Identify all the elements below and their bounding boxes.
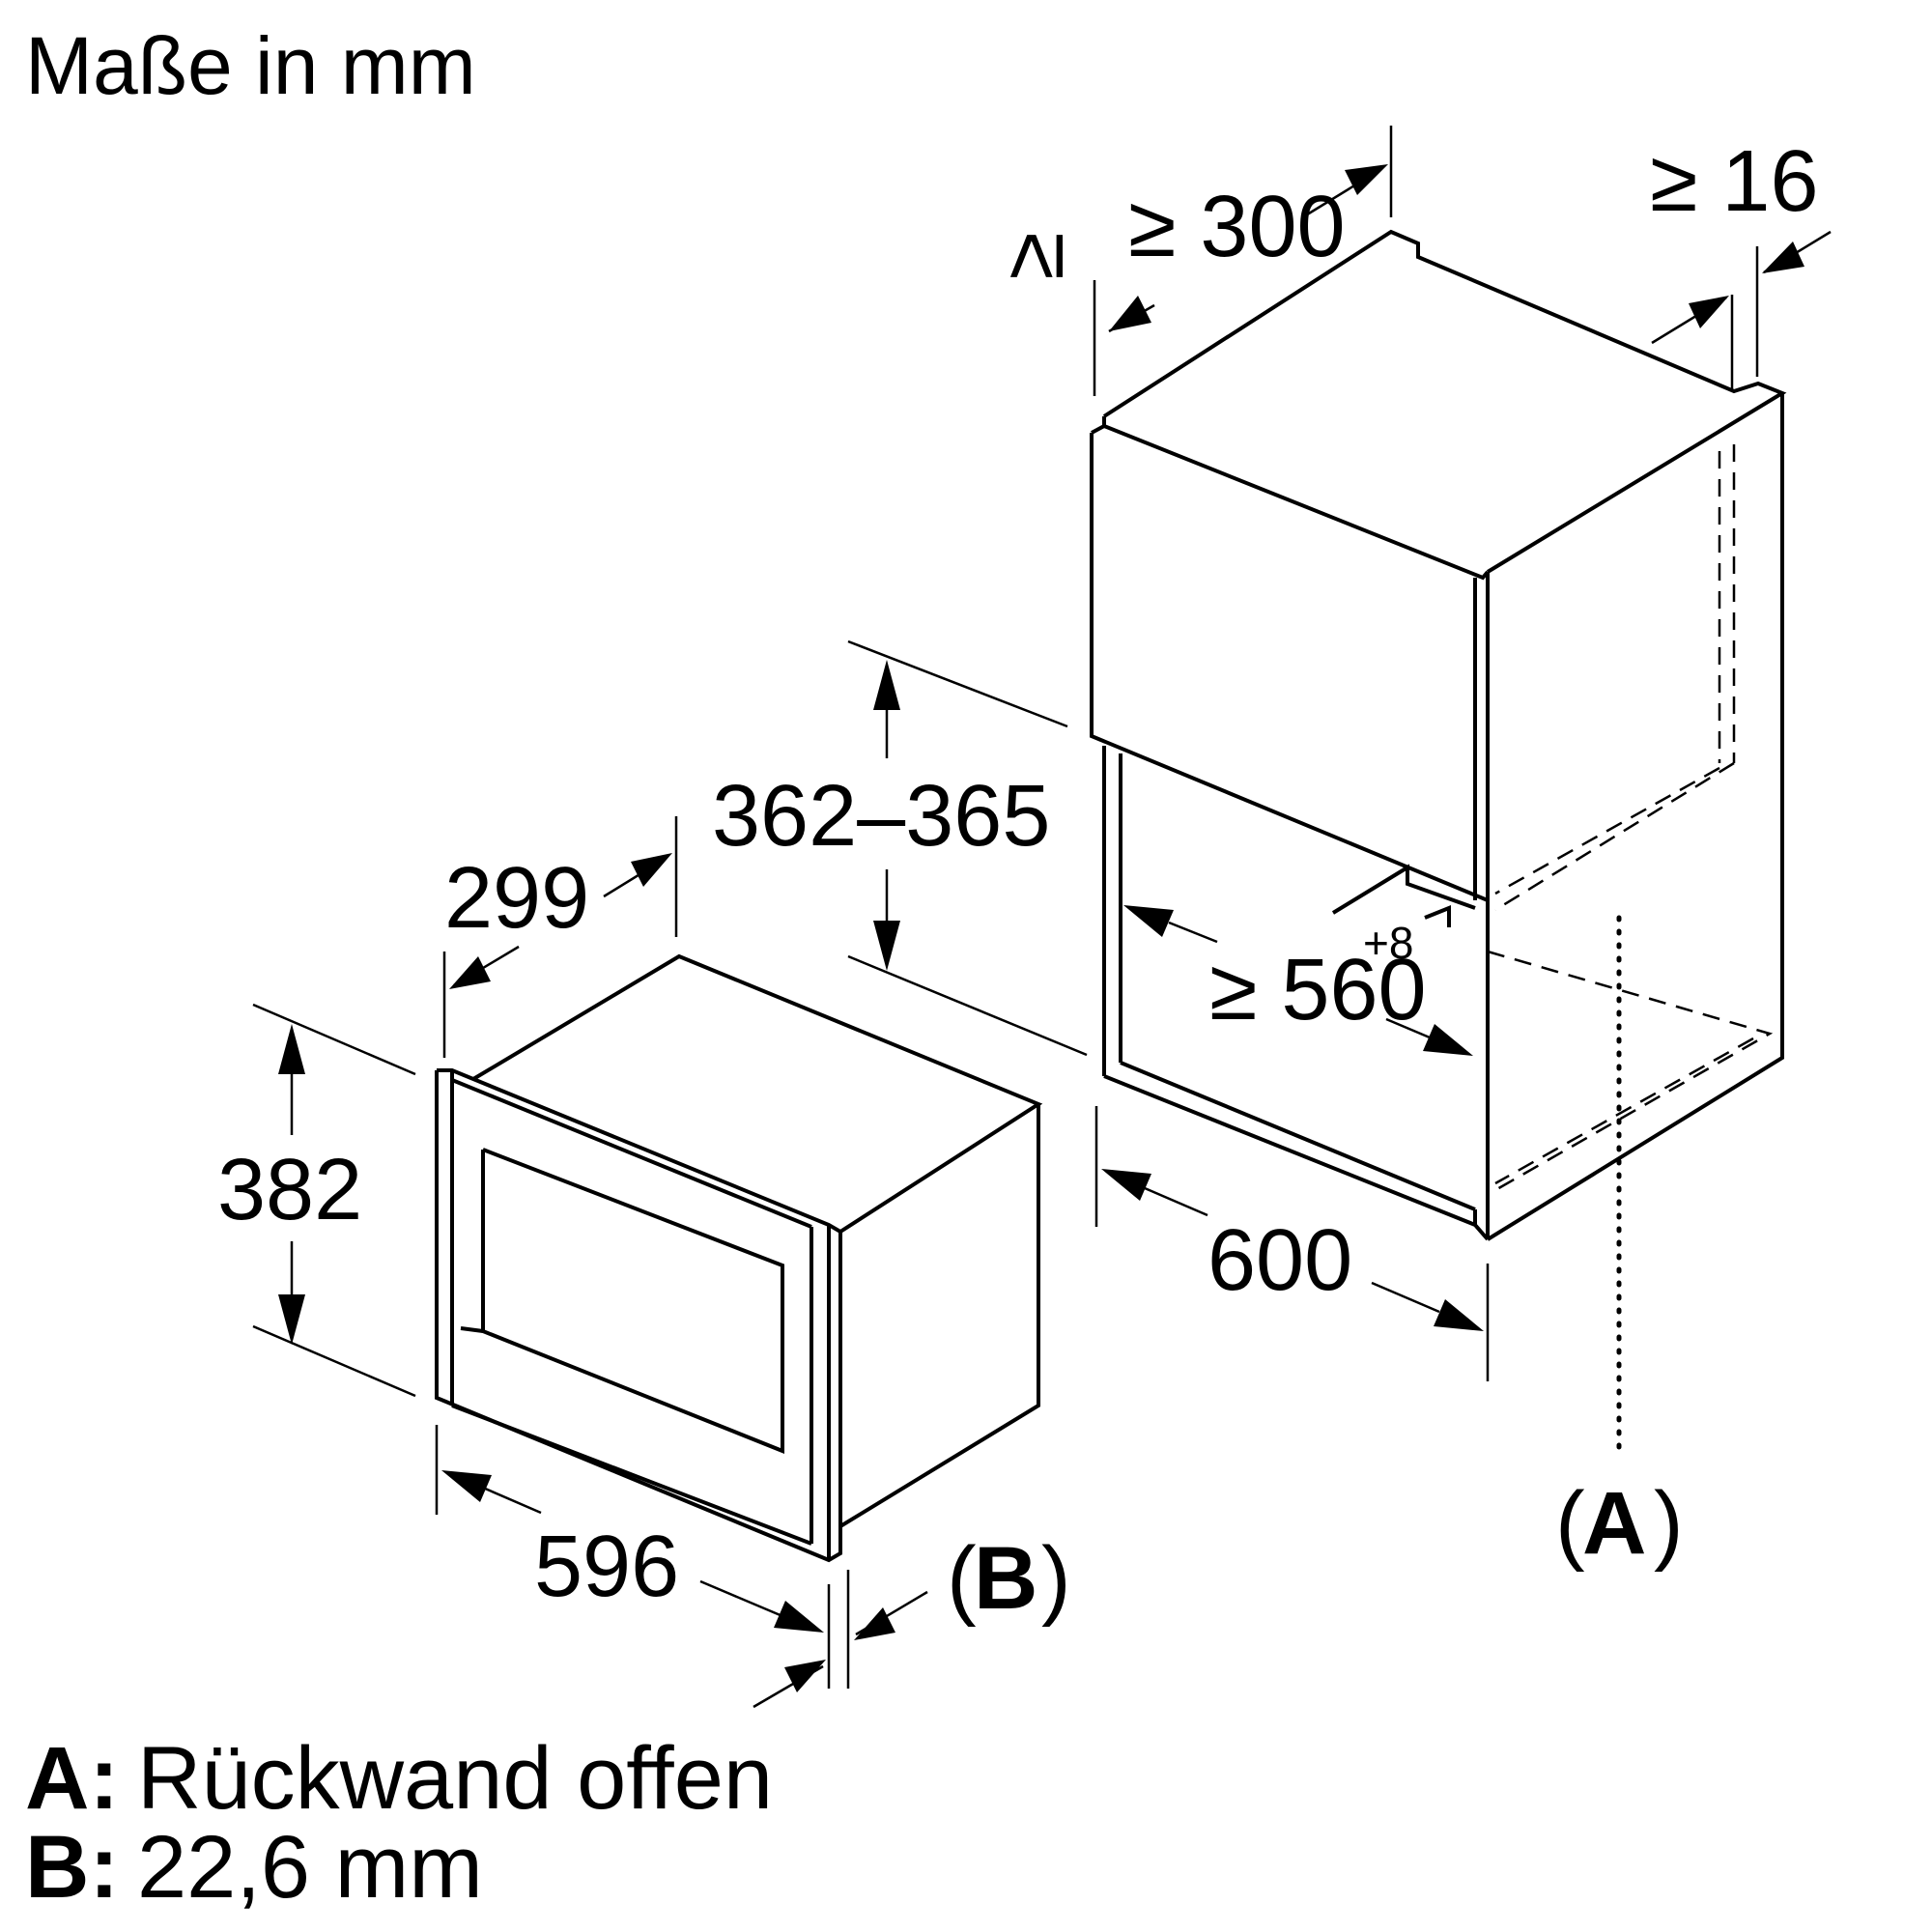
arrowhead — [1109, 296, 1151, 331]
dim-niche-width-tolerance: +8 — [1363, 918, 1413, 968]
dim-line — [1168, 921, 1218, 944]
cabinet-drawing — [1090, 229, 1787, 1457]
dim-line — [1385, 1017, 1437, 1042]
appliance-window-lip — [460, 1326, 484, 1333]
appliance-door-window — [481, 1148, 784, 1454]
ext-line — [847, 639, 1068, 728]
legend-text-a: Rückwand offen — [137, 1729, 773, 1828]
legend: A: Rückwand offen B: 22,6 mm — [25, 1729, 773, 1917]
cabinet-upper-front — [1090, 433, 1489, 902]
dim-line — [699, 1579, 783, 1618]
ref-b-close-paren: ) — [1041, 1529, 1071, 1628]
dim-cabinet-width: 600 — [1208, 1212, 1352, 1309]
legend-item-a: A: Rückwand offen — [25, 1729, 773, 1828]
dim-niche-height: 362–365 — [712, 768, 1050, 865]
ref-b-label: B — [974, 1529, 1037, 1628]
arrowhead — [1345, 164, 1388, 195]
arrowhead — [278, 1294, 305, 1345]
legend-item-b: B: 22,6 mm — [25, 1818, 483, 1917]
dim-line — [1371, 1281, 1440, 1314]
cabinet-top-outline — [1102, 229, 1787, 574]
appliance-front-outer — [435, 1068, 842, 1563]
dim-niche-width: ≥ 560 — [1209, 942, 1427, 1038]
dimension-lines — [252, 126, 1832, 1709]
dim-appliance-width: 596 — [534, 1519, 679, 1615]
arrowhead — [278, 1024, 305, 1074]
appliance-front-inner-bottom — [451, 1404, 812, 1546]
ext-line — [847, 954, 1088, 1057]
arrowhead — [441, 1470, 492, 1502]
dim-line — [1144, 1186, 1208, 1217]
niche-floor-inner — [1120, 1061, 1476, 1211]
arrowhead — [873, 921, 900, 971]
arrowhead — [854, 1607, 895, 1640]
hidden-upper-shelf — [1494, 761, 1735, 912]
arrowhead — [774, 1601, 824, 1633]
arrowhead — [784, 1660, 826, 1692]
dim-appliance-depth: 299 — [444, 850, 589, 947]
hidden-floor-back — [1487, 950, 1774, 1192]
arrowhead — [873, 660, 900, 710]
ref-a-open-paren: ( — [1555, 1474, 1585, 1573]
hidden-floor-back-2 — [1494, 1037, 1754, 1185]
ext-line — [252, 1003, 416, 1076]
arrowhead — [1762, 242, 1804, 273]
arrowhead — [1689, 296, 1729, 328]
appliance-right-side — [838, 1104, 1040, 1528]
cabinet-top-lip — [1091, 424, 1105, 435]
page-title: Maße in mm — [25, 20, 476, 111]
niche-rail — [1331, 864, 1476, 915]
niche-rail-hook — [1424, 905, 1451, 927]
dimension-labels: ≥ ≥ 300 ≥ 16 362–365 ≥ 560 +8 600 299 38… — [217, 133, 1819, 1628]
arrowhead — [1423, 1024, 1473, 1056]
ref-b-open-paren: ( — [947, 1529, 977, 1628]
ref-a-close-paren: ) — [1654, 1474, 1684, 1573]
cabinet-top-front-edge — [1102, 416, 1490, 581]
arrowhead — [631, 853, 672, 887]
dim-cabinet-depth: ≥ 300 — [1128, 179, 1346, 275]
hidden-upper-shelf-2 — [1494, 766, 1720, 895]
arrowhead — [449, 956, 491, 989]
ge-symbol-300: ≥ — [985, 232, 1082, 279]
dim-cabinet-gap: ≥ 16 — [1650, 133, 1819, 230]
legend-text-b: 22,6 mm — [137, 1818, 483, 1917]
arrowhead — [1123, 905, 1174, 937]
arrowhead — [1101, 1169, 1151, 1201]
arrowhead — [1434, 1299, 1484, 1331]
legend-key-b: B: — [25, 1818, 119, 1917]
dim-line — [482, 1486, 542, 1515]
legend-key-a: A: — [25, 1729, 119, 1828]
ref-a-label: A — [1582, 1474, 1646, 1573]
appliance-front-inner-top — [451, 1078, 812, 1229]
cabinet-right-side — [1486, 393, 1784, 1241]
appliance-top-outline — [471, 953, 1043, 1234]
appliance-drawing — [435, 953, 1043, 1563]
ext-line — [252, 1324, 416, 1398]
dim-appliance-height: 382 — [217, 1142, 362, 1238]
